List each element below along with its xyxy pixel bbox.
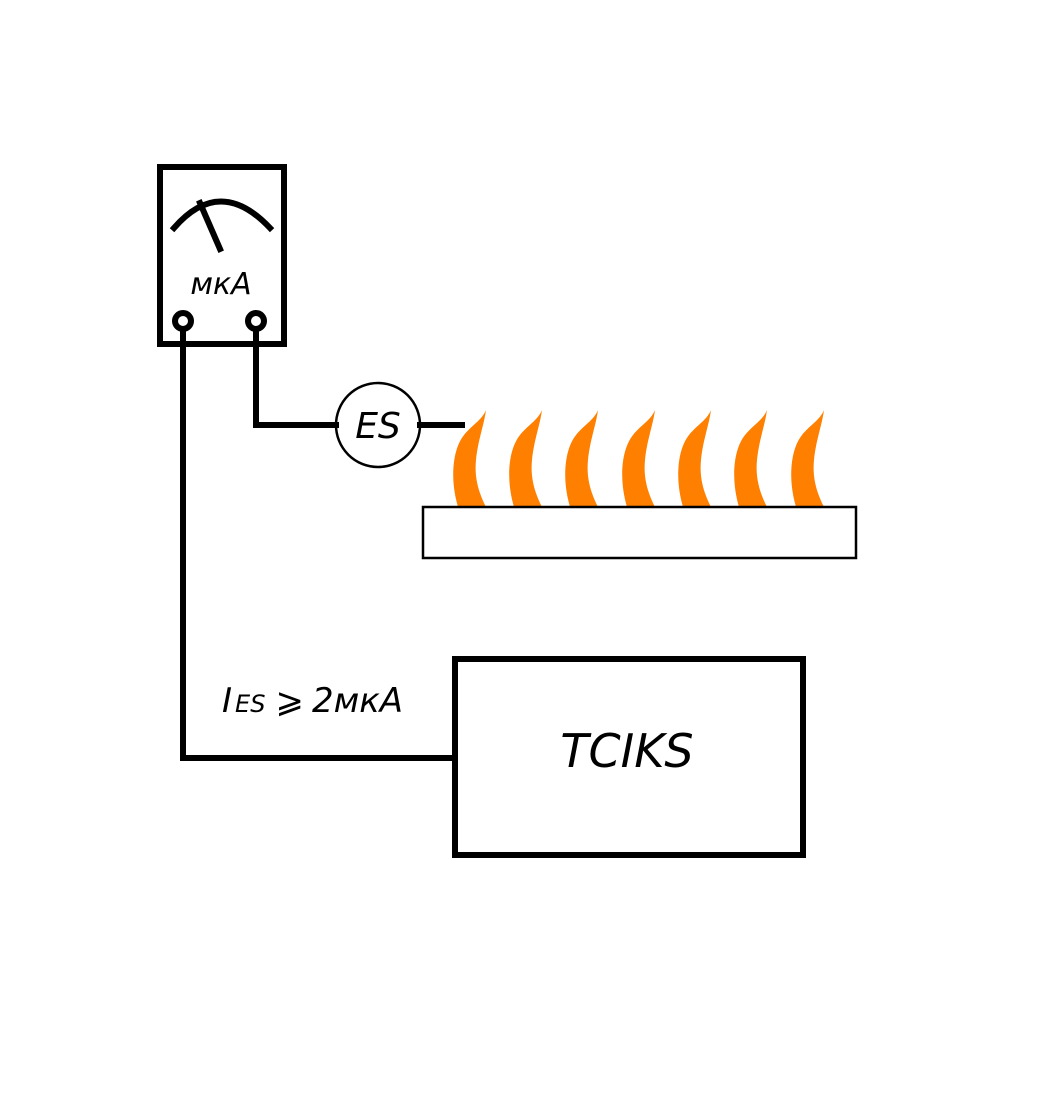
flames xyxy=(453,410,824,507)
electrode-label: ES xyxy=(355,406,401,447)
microammeter-unit-label: мкА xyxy=(190,267,251,302)
current-relation: ⩾ xyxy=(275,681,304,721)
meter-to-electrode-wire xyxy=(253,326,339,428)
meter-to-controller-wire xyxy=(180,326,458,761)
control-unit: TCIKS xyxy=(452,656,806,858)
flame-3 xyxy=(565,410,598,507)
electrode-circle xyxy=(334,381,422,469)
flame-6 xyxy=(734,410,767,507)
meter-needle xyxy=(196,199,224,253)
control-unit-label: TCIKS xyxy=(560,724,693,778)
flame-4 xyxy=(622,410,655,507)
control-unit-box xyxy=(452,656,806,858)
flame-1 xyxy=(453,410,486,507)
current-subscript: ES xyxy=(235,690,265,718)
microammeter: мкА xyxy=(157,164,287,347)
current-value: 2мкА xyxy=(312,681,403,721)
burner xyxy=(421,505,858,560)
current-symbol: I xyxy=(222,681,232,721)
microammeter-housing xyxy=(157,164,287,347)
meter-scale-arc xyxy=(169,198,275,233)
ionization-electrode: ES xyxy=(334,381,422,469)
wiring xyxy=(180,326,465,761)
flame-2 xyxy=(509,410,542,507)
flame-5 xyxy=(678,410,711,507)
flame-7 xyxy=(791,410,824,507)
